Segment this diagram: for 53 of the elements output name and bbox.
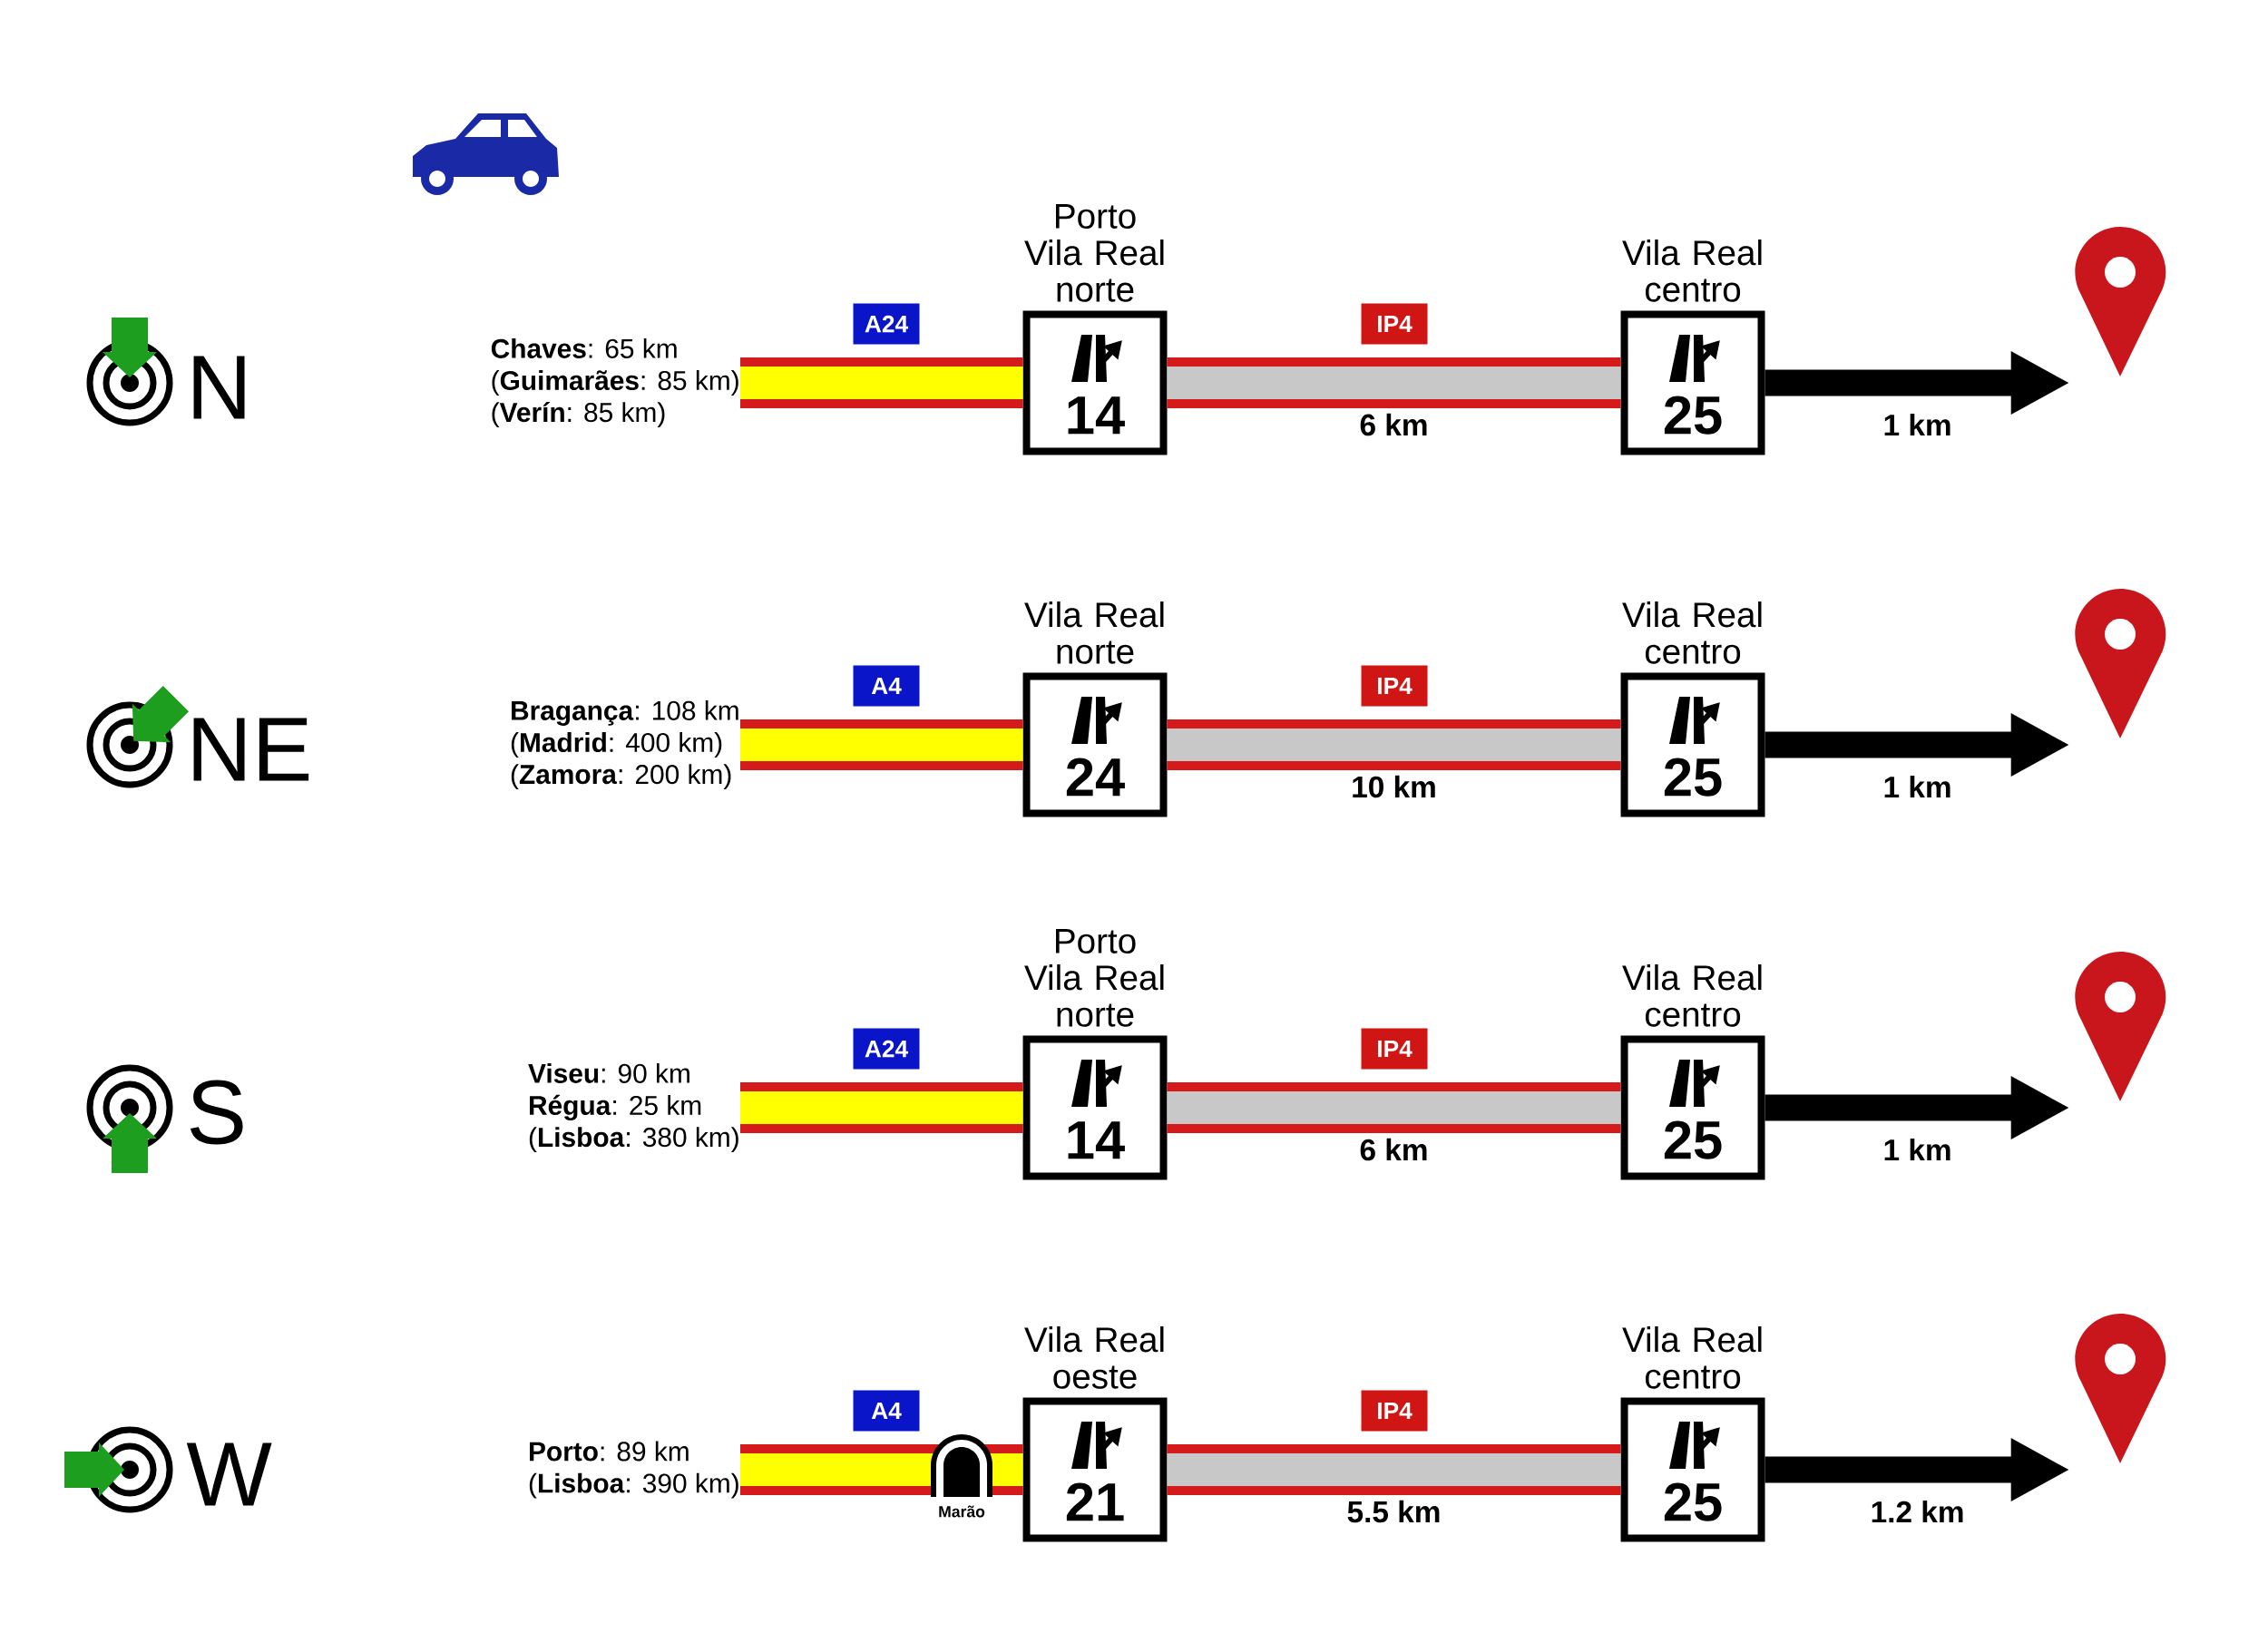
destination-list: Porto: 89 km (Lisboa: 390 km) [529, 1441, 738, 1499]
road [1167, 1091, 1621, 1124]
distance-label: 1 km [1884, 413, 1950, 436]
exit-sign: 25 Vila Real centro [1620, 1326, 1765, 1542]
direction-letter: W [186, 1442, 272, 1506]
road-shield: IP4 [1361, 665, 1428, 707]
road-shield: A4 [853, 1390, 920, 1432]
road-shield: A4 [853, 665, 920, 707]
direction-letter: NE [193, 718, 309, 781]
exit-sign: 24 Vila Real norte [1022, 601, 1168, 817]
road-shield: A24 [853, 303, 920, 345]
distance-label: 6 km [1360, 413, 1427, 436]
exit-sign: 14 Porto Vila Real norte [1022, 204, 1168, 455]
distance-label: 1 km [1884, 775, 1950, 798]
direction-letter: S [190, 1080, 243, 1145]
direction-letter: N [193, 356, 245, 419]
exit-sign: 21 Vila Real oeste [1022, 1326, 1168, 1542]
location-pin [2075, 589, 2166, 738]
exit-sign: 25 Vila Real centro [1620, 240, 1765, 455]
distance-label: 6 km [1360, 1138, 1427, 1161]
distance-label: 5.5 km [1347, 1500, 1440, 1523]
destination-list: Bragança: 108 km (Madrid: 400 km) (Zamora: 200 km) [511, 700, 738, 790]
road [1167, 1453, 1621, 1486]
node-label: Vila Real centro [1622, 964, 1762, 1027]
node-label: Vila Real norte [1024, 601, 1164, 664]
location-pin [2075, 1314, 2166, 1463]
node-label: Porto Vila Real norte [1024, 204, 1164, 302]
road-shield: IP4 [1361, 1390, 1428, 1432]
road [740, 1091, 1023, 1124]
node-label: Vila Real oeste [1024, 1326, 1164, 1389]
road-shield: A24 [853, 1028, 920, 1070]
node-label: Vila Real centro [1622, 1326, 1762, 1389]
location-pin [2075, 227, 2166, 376]
distance-label: 10 km [1353, 775, 1435, 798]
location-pin [2075, 952, 2166, 1101]
road [740, 1453, 1023, 1486]
distance-label: 1 km [1884, 1138, 1950, 1161]
road-shield: IP4 [1361, 303, 1428, 345]
road [740, 367, 1023, 399]
exit-sign: 14 Porto Vila Real norte [1022, 929, 1168, 1180]
exit-sign: 25 Vila Real centro [1620, 964, 1765, 1180]
exit-sign: 25 Vila Real centro [1620, 601, 1765, 817]
node-label: Porto Vila Real norte [1024, 929, 1164, 1027]
tunnel-name: Marão [939, 1505, 985, 1518]
road-shield: IP4 [1361, 1028, 1428, 1070]
road [740, 728, 1023, 761]
destination-list: Viseu: 90 km Régua: 25 km (Lisboa: 380 km) [528, 1063, 738, 1153]
node-label: Vila Real centro [1622, 239, 1762, 302]
node-label: Vila Real centro [1622, 601, 1762, 664]
distance-label: 1.2 km [1872, 1500, 1963, 1523]
road [1167, 367, 1621, 399]
road [1167, 728, 1621, 761]
destination-list: Chaves: 65 km (Guimarães: 85 km) (Verín: 85 km) [491, 337, 738, 428]
